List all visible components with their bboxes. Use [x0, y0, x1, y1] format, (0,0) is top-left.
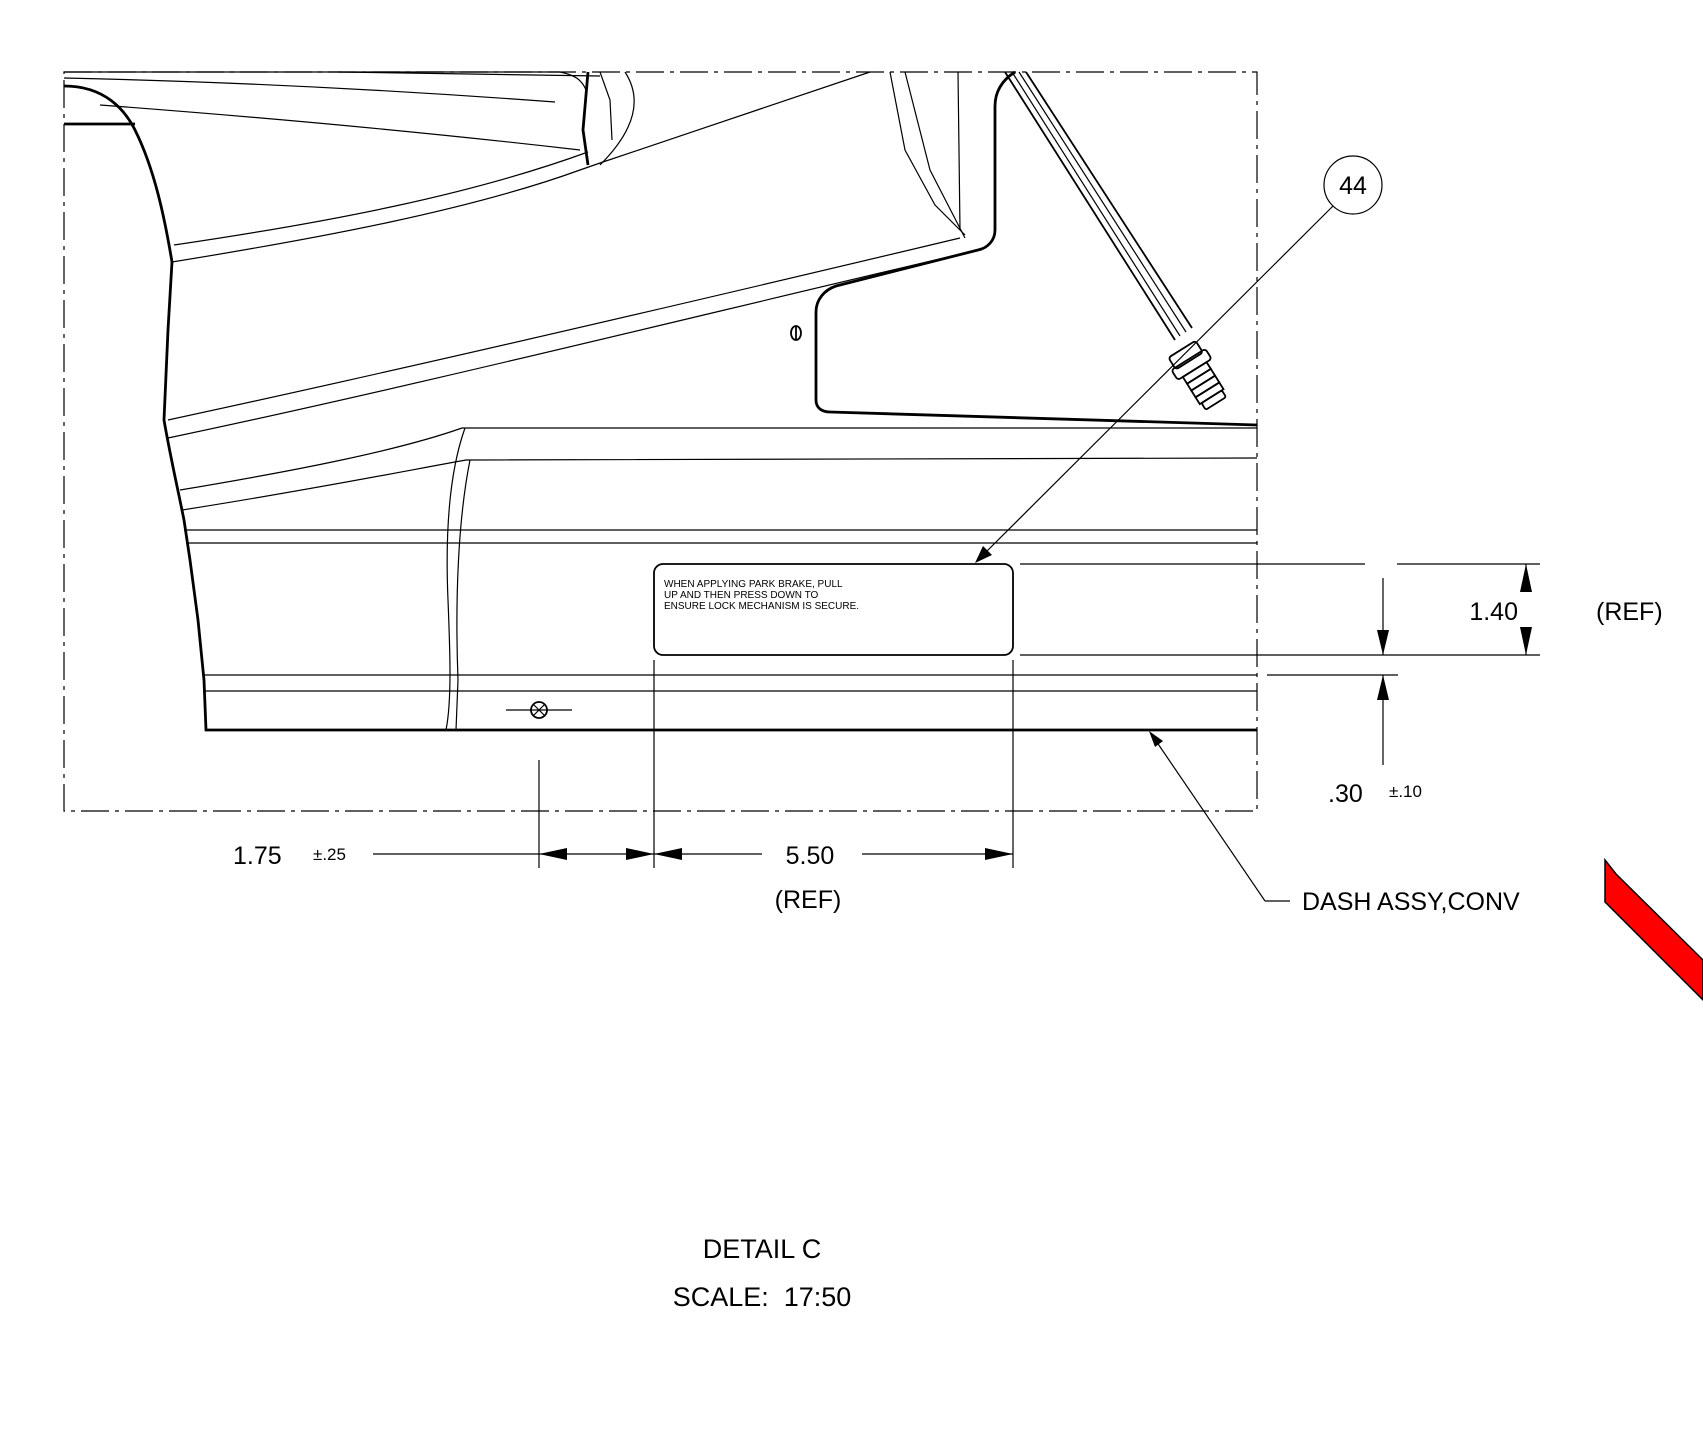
width-dim-note: (REF): [775, 886, 842, 914]
mounting-hole: [790, 325, 802, 341]
dash-panel-contours: [63, 71, 1258, 731]
callout-text: DASH ASSY,CONV: [1302, 888, 1520, 916]
detail-title-block: DETAIL C SCALE: 17:50: [673, 1234, 852, 1312]
warning-label: WHEN APPLYING PARK BRAKE, PULL UP AND TH…: [653, 563, 1014, 656]
height-dim-value: 1.40: [1469, 598, 1518, 626]
dash-panel-outline: [63, 70, 1258, 732]
label-line-2: UP AND THEN PRESS DOWN TO: [664, 590, 819, 601]
label-line-1: WHEN APPLYING PARK BRAKE, PULL: [664, 579, 843, 590]
reference-point-symbol: [506, 701, 572, 719]
horizontal-dimensions: 1.75 ±.25 5.50 (REF): [233, 660, 1014, 914]
label-line-3: ENSURE LOCK MECHANISM IS SECURE.: [664, 601, 859, 612]
offset-v-value: .30: [1328, 780, 1363, 808]
detail-boundary: [63, 71, 1258, 812]
item-balloon: 44: [975, 155, 1383, 563]
offset-v-tolerance: ±.10: [1389, 782, 1422, 801]
park-brake-column: [1004, 71, 1227, 410]
detail-scale: SCALE: 17:50: [673, 1282, 852, 1312]
offset-vertical-dimension: .30 ±.10: [1267, 578, 1422, 808]
red-marker: [1604, 857, 1703, 1002]
balloon-number: 44: [1339, 172, 1367, 200]
offset-h-value: 1.75: [233, 842, 282, 870]
dash-assy-callout: DASH ASSY,CONV: [1149, 731, 1520, 916]
height-dimension: 1.40 (REF): [1020, 563, 1663, 656]
width-dim-value: 5.50: [786, 842, 835, 870]
detail-title: DETAIL C: [703, 1234, 822, 1264]
height-dim-note: (REF): [1596, 598, 1663, 626]
offset-h-tolerance: ±.25: [313, 845, 346, 864]
